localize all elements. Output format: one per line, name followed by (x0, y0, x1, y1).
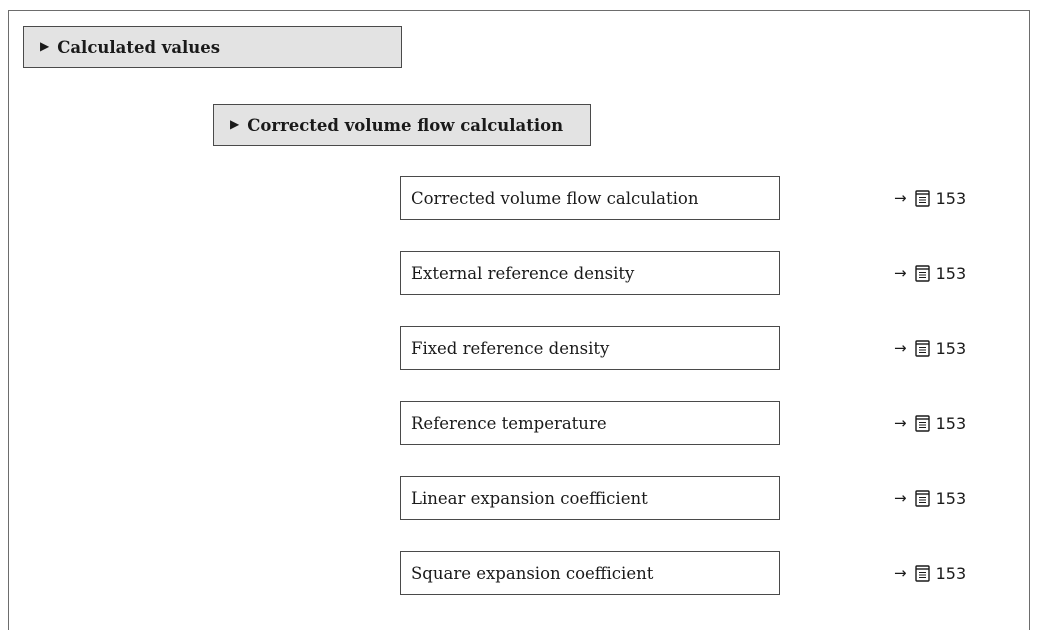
book-icon (914, 414, 930, 432)
page-number: 153 (935, 488, 967, 508)
page-reference[interactable]: → 153 (894, 401, 966, 445)
parameter-row-corrected-volume-flow-calculation: Corrected volume flow calculation → 153 (400, 176, 1000, 220)
parameter-corrected-volume-flow-calculation[interactable]: Corrected volume flow calculation (400, 176, 780, 220)
parameter-label: Reference temperature (411, 413, 607, 433)
parameter-label: External reference density (411, 263, 635, 283)
page-number: 153 (935, 413, 967, 433)
page-reference[interactable]: → 153 (894, 176, 966, 220)
arrow-right-icon: → (894, 489, 907, 507)
page-reference[interactable]: → 153 (894, 251, 966, 295)
arrow-right-icon: → (894, 189, 907, 207)
parameter-fixed-reference-density[interactable]: Fixed reference density (400, 326, 780, 370)
parameter-reference-temperature[interactable]: Reference temperature (400, 401, 780, 445)
parameter-external-reference-density[interactable]: External reference density (400, 251, 780, 295)
submenu-corrected-volume-flow-calculation[interactable]: ▶ Corrected volume flow calculation (213, 104, 591, 146)
page-number: 153 (935, 338, 967, 358)
menu-label: Calculated values (57, 37, 221, 57)
page-reference[interactable]: → 153 (894, 551, 966, 595)
parameter-square-expansion-coefficient[interactable]: Square expansion coefficient (400, 551, 780, 595)
book-icon (914, 564, 930, 582)
parameter-row-square-expansion-coefficient: Square expansion coefficient → 153 (400, 551, 1000, 595)
book-icon (914, 339, 930, 357)
book-icon (914, 264, 930, 282)
submenu-label: Corrected volume flow calculation (247, 115, 564, 135)
book-icon (914, 489, 930, 507)
arrow-right-icon: → (894, 264, 907, 282)
parameter-label: Corrected volume flow calculation (411, 188, 699, 208)
book-icon (914, 189, 930, 207)
page-reference[interactable]: → 153 (894, 476, 966, 520)
page-number: 153 (935, 263, 967, 283)
page-number: 153 (935, 188, 967, 208)
arrow-right-icon: → (894, 414, 907, 432)
page-reference[interactable]: → 153 (894, 326, 966, 370)
parameter-label: Square expansion coefficient (411, 563, 654, 583)
parameter-row-reference-temperature: Reference temperature → 153 (400, 401, 1000, 445)
parameter-label: Fixed reference density (411, 338, 610, 358)
expand-triangle-icon: ▶ (230, 117, 240, 131)
menu-calculated-values[interactable]: ▶ Calculated values (23, 26, 402, 68)
page-number: 153 (935, 563, 967, 583)
parameter-label: Linear expansion coefficient (411, 488, 648, 508)
parameter-row-external-reference-density: External reference density → 153 (400, 251, 1000, 295)
parameter-linear-expansion-coefficient[interactable]: Linear expansion coefficient (400, 476, 780, 520)
parameter-row-fixed-reference-density: Fixed reference density → 153 (400, 326, 1000, 370)
parameter-row-linear-expansion-coefficient: Linear expansion coefficient → 153 (400, 476, 1000, 520)
expand-triangle-icon: ▶ (40, 39, 50, 53)
arrow-right-icon: → (894, 564, 907, 582)
arrow-right-icon: → (894, 339, 907, 357)
page-frame (8, 10, 1030, 630)
